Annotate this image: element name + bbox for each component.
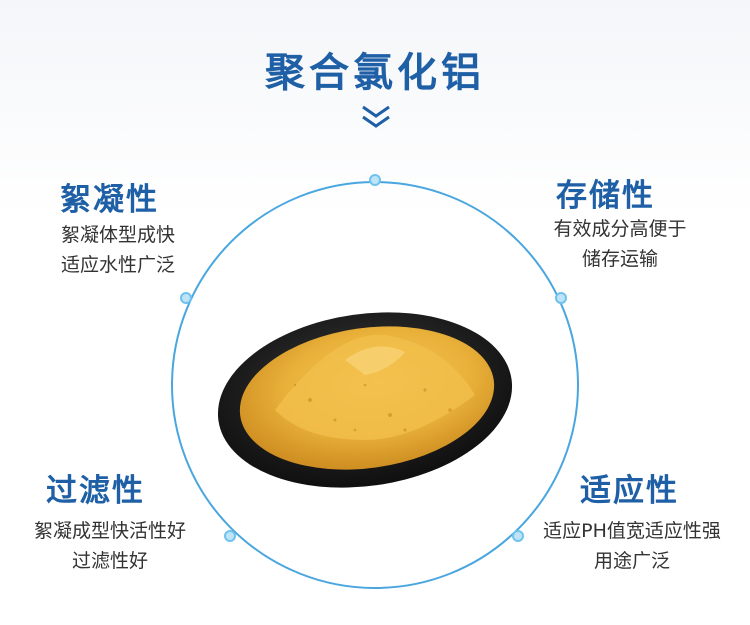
feature-desc-flocculation: 絮凝体型成快 适应水性广泛 [28,220,208,280]
feature-title-adaptability: 适应性 [580,473,679,509]
feature-desc-line: 有效成分高便于 [553,218,687,240]
feature-title-storage: 存储性 [556,178,655,214]
ring-dot-bottom-right [512,530,524,542]
feature-desc-line: 用途广泛 [593,550,670,572]
ring-dot-bottom-left [224,530,236,542]
page-title: 聚合氯化铝 [265,50,485,96]
chevron-down-icon [362,105,390,128]
feature-title-filtration: 过滤性 [46,473,145,509]
feature-desc-storage: 有效成分高便于 储存运输 [520,214,720,274]
feature-desc-adaptability: 适应PH值宽适应性强 用途广泛 [518,516,746,576]
feature-desc-line: 絮凝体型成快 [60,224,175,246]
feature-desc-line: 絮凝成型快活性好 [33,520,186,542]
powder-plate-image [217,312,513,488]
ring-dot-left [180,292,192,304]
ring-dot-top [369,174,381,186]
feature-title-flocculation: 絮凝性 [60,182,159,218]
feature-desc-line: 过滤性好 [71,550,148,572]
feature-desc-filtration: 絮凝成型快活性好 过滤性好 [5,516,215,576]
feature-desc-line: 适应PH值宽适应性强 [543,520,721,542]
feature-desc-line: 适应水性广泛 [60,254,175,276]
feature-desc-line: 储存运输 [581,248,658,270]
ring-dot-right [555,292,567,304]
